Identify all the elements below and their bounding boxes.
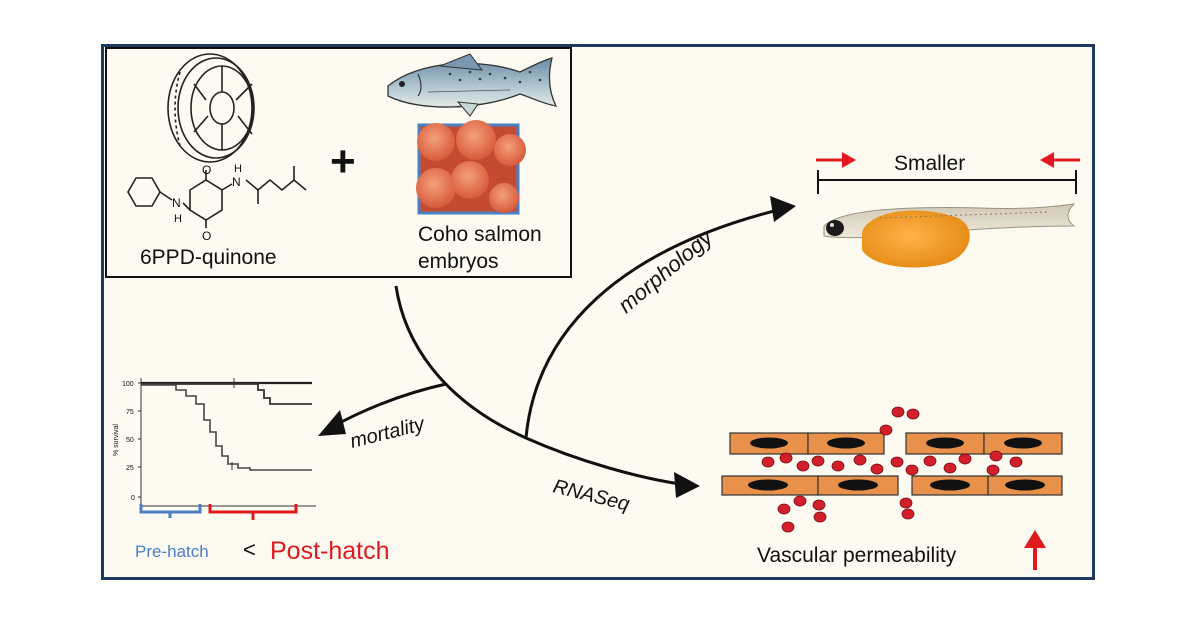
prehatch-bracket	[139, 504, 202, 514]
tire-icon	[167, 53, 255, 163]
label-mortality: mortality	[348, 413, 428, 453]
plot-ylabel: % survival	[113, 424, 120, 456]
morphology-arrowhead	[770, 196, 796, 222]
plus-sign: +	[330, 137, 356, 186]
label-morphology: morphology	[613, 224, 719, 318]
atom-n-left: N	[172, 196, 181, 210]
inward-arrow-left	[816, 152, 856, 168]
atom-n-right: N	[232, 175, 241, 189]
inward-arrow-right	[1040, 152, 1080, 168]
atom-o-top: O	[202, 163, 211, 177]
alevin-larva-image	[823, 203, 1076, 268]
atom-h-right: H	[234, 163, 242, 175]
label-prehatch: Pre-hatch	[135, 542, 209, 561]
survival-curve-high	[141, 384, 312, 471]
survival-curve-low	[141, 383, 312, 405]
atom-o-bottom: O	[202, 229, 211, 243]
embryos-label-line2: embryos	[418, 250, 499, 273]
survival-plot: 100 75 50 25 0 % survival	[113, 378, 316, 520]
mortality-arrowhead	[318, 410, 346, 436]
ytick-100: 100	[122, 381, 134, 388]
ytick-0: 0	[131, 495, 135, 502]
embryos-photo	[416, 120, 526, 215]
label-rnaseq: RNASeq	[551, 476, 632, 516]
morphology-arrow	[524, 208, 779, 439]
chemical-name: 6PPD-quinone	[140, 246, 277, 269]
mortality-arrow	[329, 382, 447, 430]
vessel-wall-top	[729, 432, 1063, 455]
posthatch-bracket	[208, 504, 298, 514]
stem-curve	[394, 285, 527, 440]
rnaseq-arrow	[525, 436, 681, 486]
label-vascular-permeability: Vascular permeability	[757, 544, 957, 567]
ytick-25: 25	[126, 465, 134, 472]
salmon-icon	[387, 53, 558, 117]
ytick-50: 50	[126, 437, 134, 444]
embryos-label-line1: Coho salmon	[418, 223, 542, 246]
6ppd-quinone-structure	[127, 166, 307, 228]
atom-h-left: H	[174, 213, 182, 225]
rnaseq-arrowhead	[674, 472, 700, 498]
label-less-than: <	[243, 537, 256, 562]
ytick-75: 75	[126, 409, 134, 416]
label-smaller: Smaller	[894, 152, 965, 175]
increase-arrow-icon	[1024, 530, 1046, 570]
blood-cells	[761, 406, 1023, 533]
vessel-wall-bottom	[721, 475, 1063, 496]
label-posthatch: Post-hatch	[270, 537, 390, 565]
